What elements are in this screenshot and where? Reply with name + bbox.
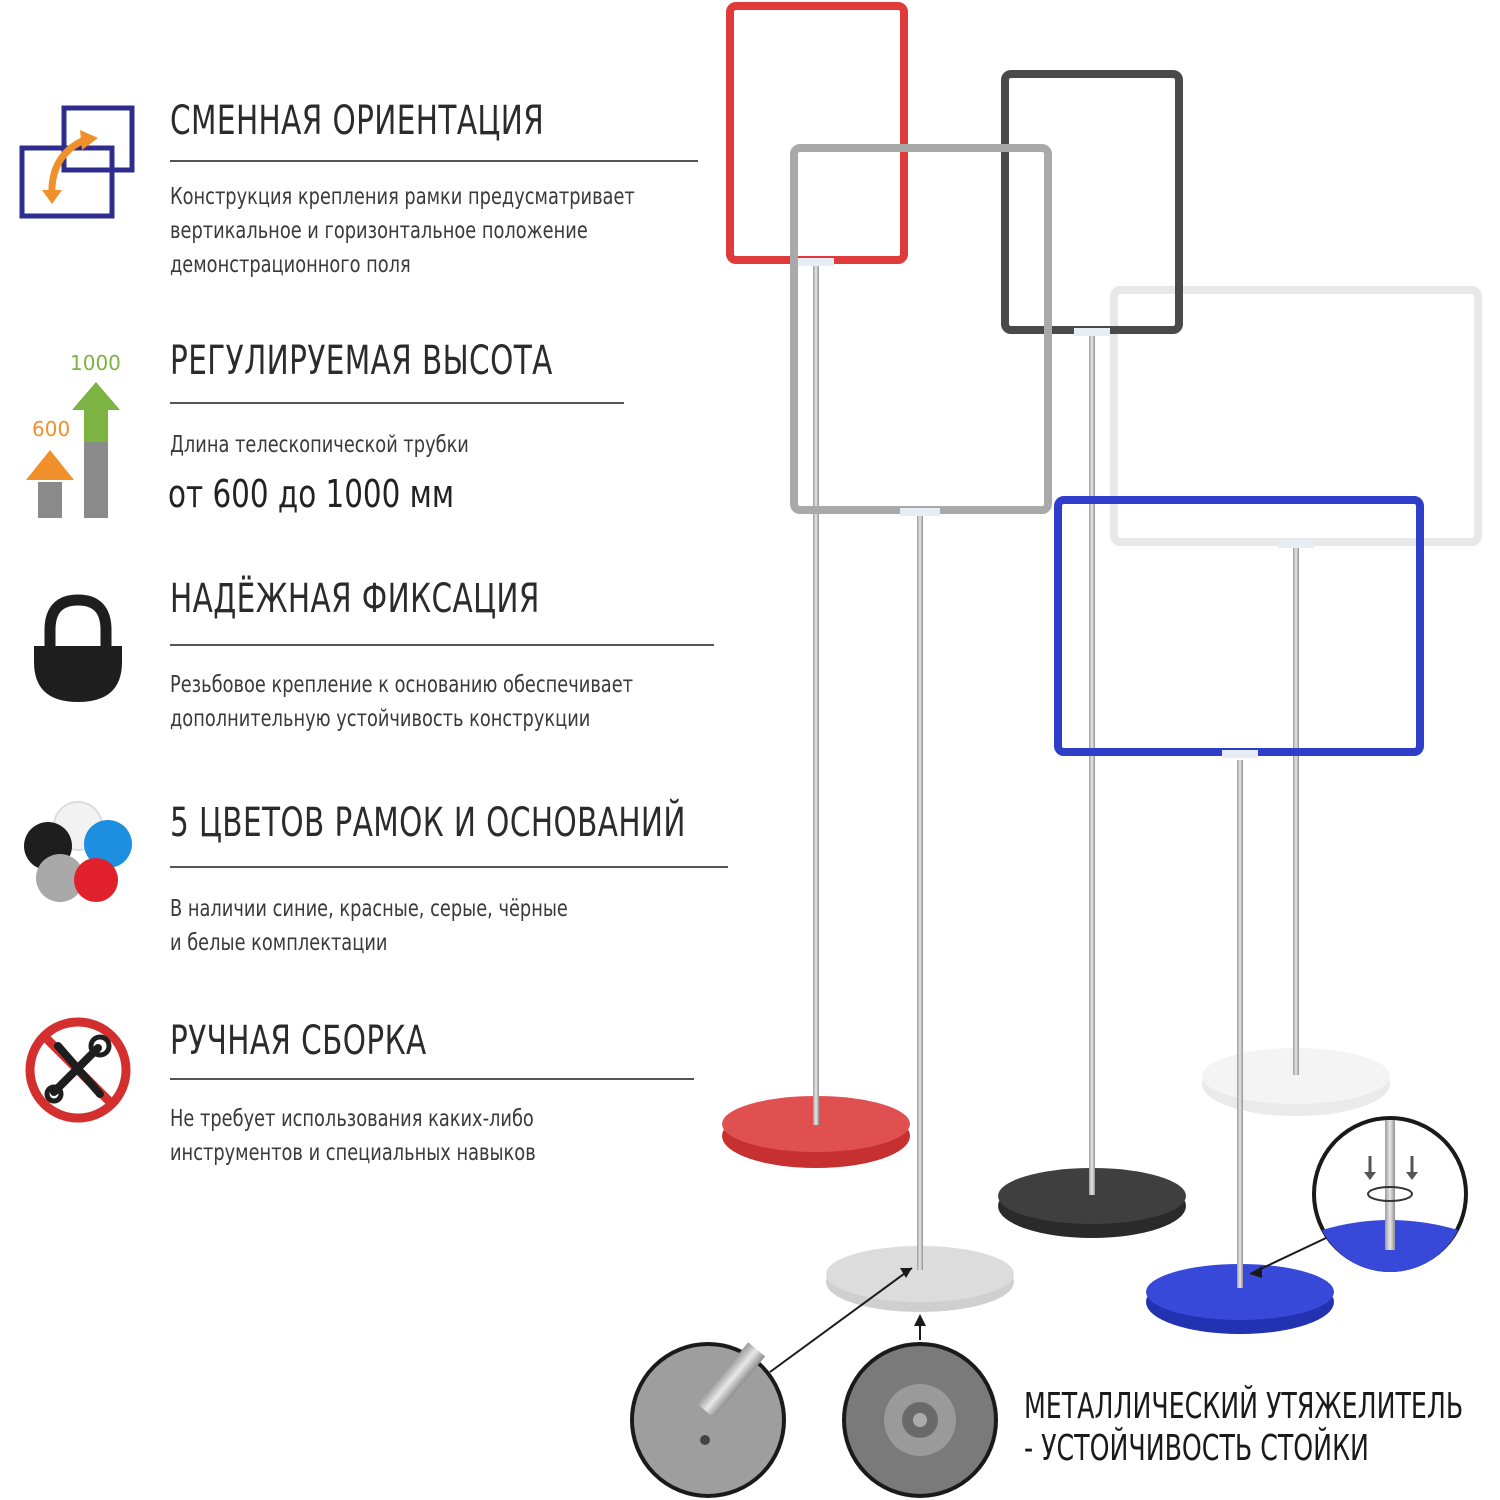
orientation-swap-icon bbox=[19, 105, 135, 219]
desc-line: демонстрационного поля bbox=[170, 252, 411, 278]
no-tools-icon bbox=[25, 1017, 131, 1123]
desc-line: В наличии синие, красные, серые, чёрные bbox=[170, 896, 568, 922]
desc-line: Длина телескопической трубки bbox=[170, 432, 469, 458]
desc-line: и белые комплектации bbox=[170, 930, 388, 956]
weight-caption-sub: - УСТОЙЧИВОСТЬ СТОЙКИ bbox=[1024, 1428, 1369, 1469]
caption-line: - УСТОЙЧИВОСТЬ СТОЙКИ bbox=[1024, 1428, 1369, 1469]
desc-line: Резьбовое крепление к основанию обеспечи… bbox=[170, 672, 634, 698]
color-dots-icon bbox=[24, 801, 132, 902]
divider bbox=[170, 866, 728, 868]
feature-description: В наличии синие, красные, серые, чёрные … bbox=[170, 892, 568, 960]
weight-caption: МЕТАЛЛИЧЕСКИЙ УТЯЖЕЛИТЕЛЬ bbox=[1024, 1386, 1463, 1427]
divider bbox=[170, 402, 624, 404]
divider bbox=[170, 644, 714, 646]
stand-white bbox=[1110, 286, 1482, 1116]
feature-description: Не требует использования каких-либо инст… bbox=[170, 1102, 536, 1170]
stand-red bbox=[722, 2, 910, 1168]
desc-line: вертикальное и горизонтальное положение bbox=[170, 218, 588, 244]
padlock-icon bbox=[34, 594, 122, 702]
stand-black bbox=[998, 70, 1186, 1238]
feature-title: НАДЁЖНАЯ ФИКСАЦИЯ bbox=[170, 576, 540, 622]
feature-title: РЕГУЛИРУЕМАЯ ВЫСОТА bbox=[170, 338, 553, 384]
feature-title: СМЕННАЯ ОРИЕНТАЦИЯ bbox=[170, 98, 545, 144]
desc-line: инструментов и специальных навыков bbox=[170, 1140, 536, 1166]
caption-line: МЕТАЛЛИЧЕСКИЙ УТЯЖЕЛИТЕЛЬ bbox=[1024, 1386, 1464, 1427]
divider bbox=[170, 1078, 694, 1080]
feature-description: Резьбовое крепление к основанию обеспечи… bbox=[170, 668, 633, 736]
height-range: от 600 до 1000 мм bbox=[168, 472, 455, 516]
stand-gray bbox=[790, 144, 1052, 1312]
height-label-low: 600 bbox=[32, 417, 70, 441]
feature-title: РУЧНАЯ СБОРКА bbox=[170, 1018, 427, 1064]
detail-screw-thread bbox=[630, 1267, 913, 1498]
detail-metal-weight bbox=[842, 1314, 998, 1498]
feature-title: 5 ЦВЕТОВ РАМОК И ОСНОВАНИЙ bbox=[170, 800, 686, 846]
height-arrows-icon: 1000 600 bbox=[26, 351, 121, 518]
desc-line: Не требует использования каких-либо bbox=[170, 1106, 534, 1132]
desc-line: Конструкция крепления рамки предусматрив… bbox=[170, 184, 635, 210]
stands-illustration bbox=[630, 2, 1482, 1498]
divider bbox=[170, 160, 698, 162]
detail-blue-mount bbox=[1249, 1116, 1468, 1278]
desc-line: дополнительную устойчивость конструкции bbox=[170, 706, 591, 732]
height-label-high: 1000 bbox=[70, 351, 121, 375]
feature-description: Конструкция крепления рамки предусматрив… bbox=[170, 180, 635, 282]
feature-description: Длина телескопической трубки bbox=[170, 428, 469, 462]
stand-blue bbox=[1054, 496, 1424, 1334]
